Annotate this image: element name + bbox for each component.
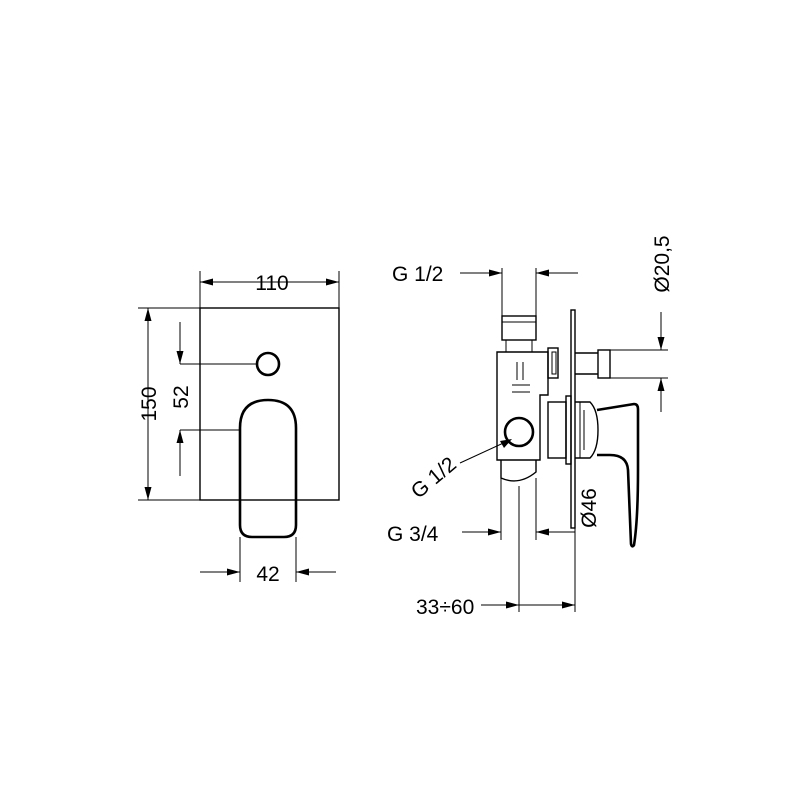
top-inlet-pipe <box>501 315 537 341</box>
width-dimension <box>199 271 340 308</box>
rosette <box>575 401 599 459</box>
side-inlet-leader <box>459 439 512 464</box>
side-inlet-label: G 1/2 <box>407 453 461 504</box>
lever-profile <box>596 402 640 548</box>
side-view: G 1/2 Ø20,5 G 1/2 G 3/4 Ø46 <box>387 235 674 619</box>
rosette-diameter-label: Ø46 <box>578 488 601 528</box>
outlet-diameter-label: Ø20,5 <box>651 235 674 292</box>
outlet-shaft <box>575 349 611 379</box>
side-inlet <box>503 416 535 448</box>
top-inlet-label: G 1/2 <box>392 263 443 286</box>
cover-plate <box>199 307 340 501</box>
height-dimension <box>138 307 200 501</box>
outlet-fitting <box>547 347 559 379</box>
cartridge <box>547 395 585 465</box>
depth-range-label: 33÷60 <box>416 596 474 619</box>
height-label: 150 <box>138 386 161 421</box>
handle-width-dimension <box>200 537 336 582</box>
top-inlet-dimension <box>460 268 578 316</box>
depth-range-dimension <box>481 486 576 612</box>
bottom-inlet-label: G 3/4 <box>387 523 439 546</box>
lever-handle <box>238 398 298 539</box>
front-view: 110 150 52 42 <box>138 271 340 586</box>
bottom-inlet <box>500 460 537 482</box>
bottom-inlet-dimension <box>462 478 575 540</box>
handle-width-label: 42 <box>256 563 279 586</box>
width-label: 110 <box>255 272 288 295</box>
knob-offset-dimension <box>176 322 257 476</box>
diverter-knob <box>255 351 281 377</box>
knob-offset-label: 52 <box>170 385 193 408</box>
outlet-diameter-dimension <box>598 312 668 412</box>
